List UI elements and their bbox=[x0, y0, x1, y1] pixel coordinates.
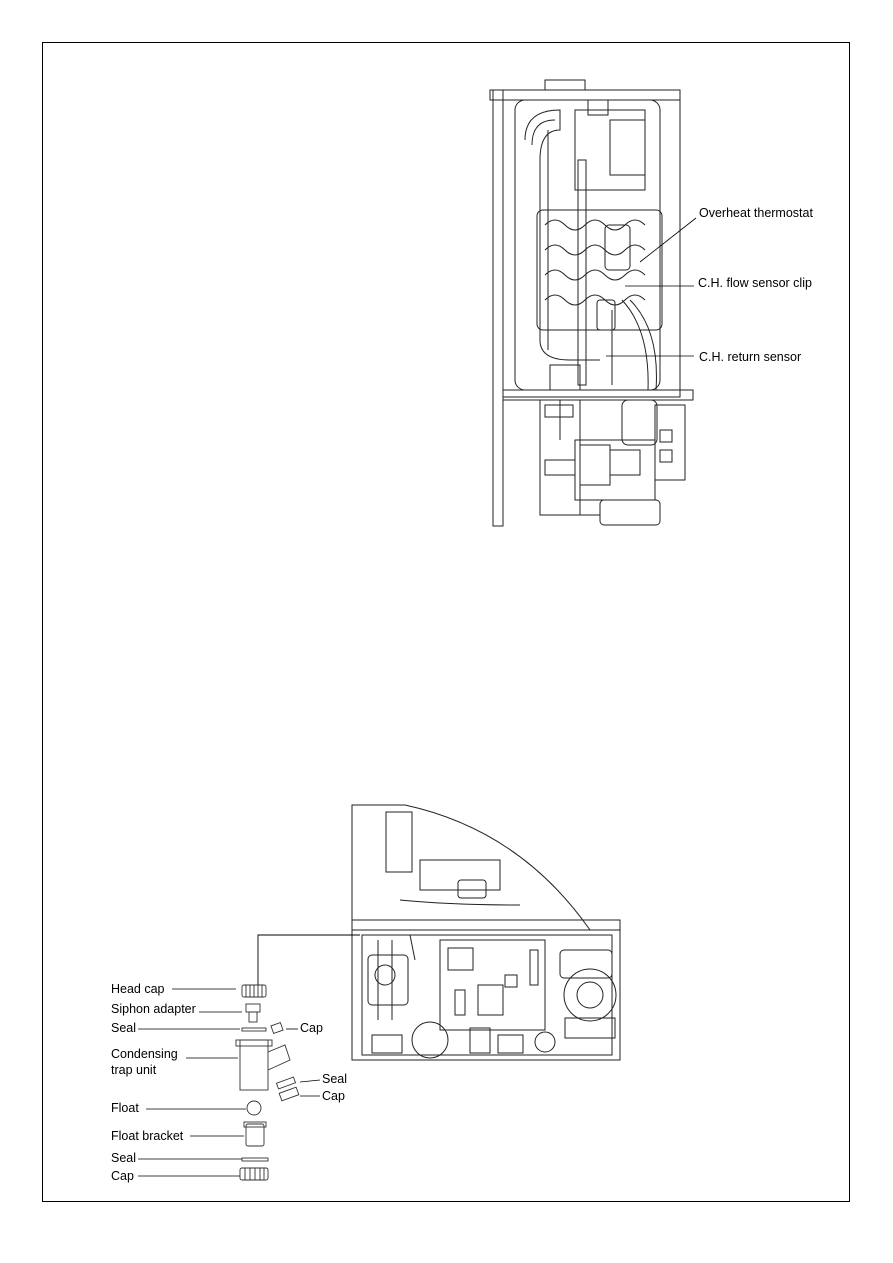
label-seal-1: Seal bbox=[111, 1021, 137, 1035]
label-seal-2: Seal bbox=[111, 1151, 137, 1165]
page-border bbox=[42, 42, 850, 1202]
label-overheat-thermostat: Overheat thermostat bbox=[699, 206, 813, 220]
label-siphon-adapter: Siphon adapter bbox=[111, 1002, 196, 1016]
label-trap-unit: trap unit bbox=[111, 1063, 157, 1077]
label-seal-side: Seal bbox=[322, 1072, 348, 1086]
label-cap-bottom: Cap bbox=[111, 1169, 134, 1183]
label-head-cap: Head cap bbox=[111, 982, 165, 996]
label-cap-small: Cap bbox=[300, 1021, 323, 1035]
label-ch-flow-sensor-clip: C.H. flow sensor clip bbox=[698, 276, 812, 290]
label-condensing: Condensing bbox=[111, 1047, 178, 1061]
label-float-bracket: Float bracket bbox=[111, 1129, 184, 1143]
label-cap-side: Cap bbox=[322, 1089, 345, 1103]
label-float: Float bbox=[111, 1101, 139, 1115]
label-ch-return-sensor: C.H. return sensor bbox=[699, 350, 802, 364]
